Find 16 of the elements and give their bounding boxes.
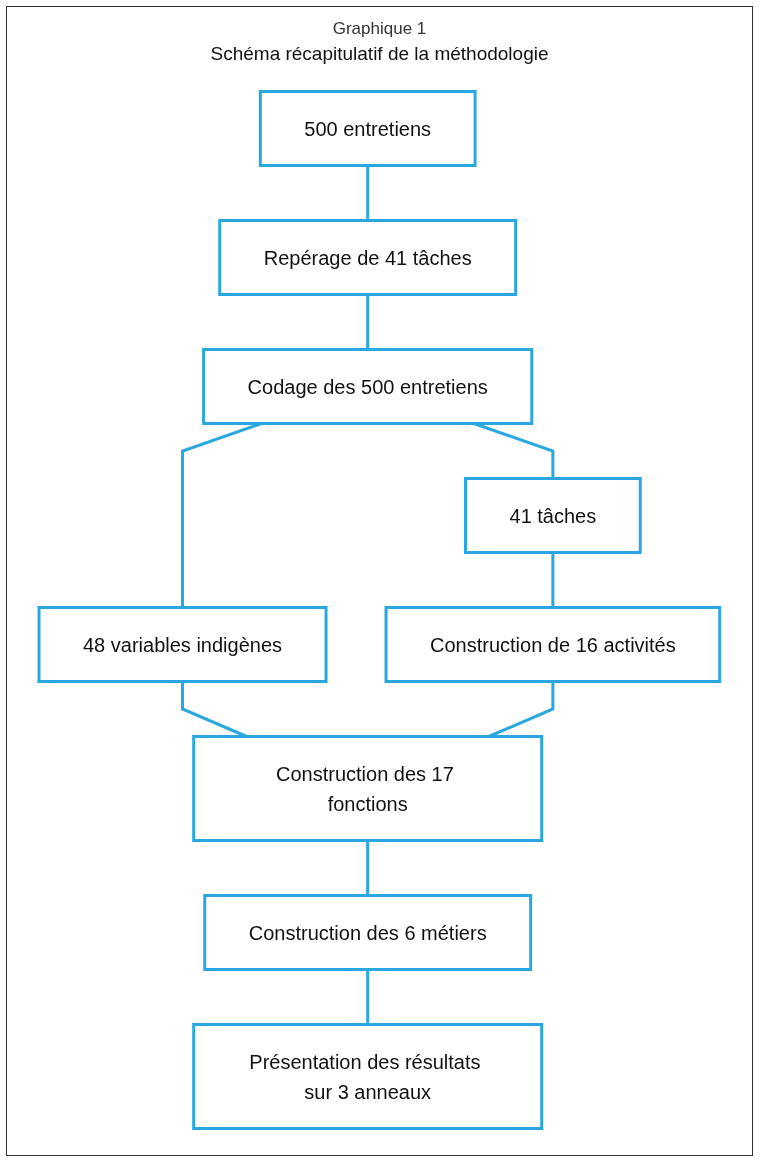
diagram-subtitle: Schéma récapitulatif de la méthodologie [210,43,549,65]
connector [366,840,370,896]
diagram-title: Graphique 1 [331,19,428,39]
node-box: Codage des 500 entretiens [202,348,534,425]
connector [366,294,370,350]
connector [366,969,370,1025]
node-box: 48 variables indigènes [37,606,328,683]
node-box: Présentation des résultats sur 3 anneaux [192,1023,544,1130]
connector [551,552,555,608]
node-box: Repérage de 41 tâches [218,219,518,296]
node-box: 41 tâches [464,477,642,554]
node-box: Construction des 6 métiers [203,894,533,971]
connector [366,165,370,221]
node-box: 500 entretiens [258,90,477,167]
node-box: Construction de 16 activités [384,606,722,683]
node-box: Construction des 17 fonctions [192,735,544,842]
